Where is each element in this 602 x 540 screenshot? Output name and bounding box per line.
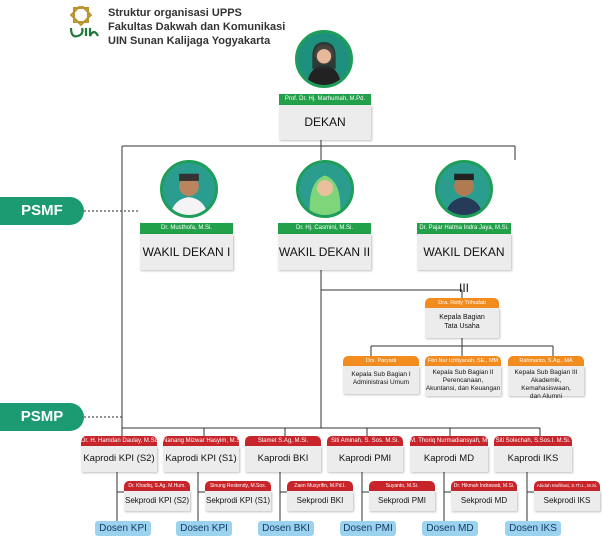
sekprodi-2-title: Sekprodi KPI (S1) (205, 496, 271, 505)
sekprodi-4-box[interactable]: Sekprodi PMI (369, 491, 435, 511)
kaprodi-2-title: Kaprodi KPI (S1) (165, 453, 237, 464)
dosen-pmi[interactable]: Dosen PMI (340, 521, 396, 536)
sekprodi-3-box[interactable]: Sekprodi BKI (287, 491, 353, 511)
kaprodi-6-box[interactable]: Kaprodi IKS (494, 446, 572, 472)
subbag-2-line-2: Perencanaan, (442, 377, 484, 384)
sekprodi-6-box[interactable]: Sekprodi IKS (534, 491, 600, 511)
kaprodi-5-title: Kaprodi MD (423, 453, 475, 464)
subbag-3-line-1: Kepala Sub Bagian III (514, 369, 578, 376)
kaprodi-4-title: Kaprodi PMI (338, 453, 392, 464)
sekprodi-4-title: Sekprodi PMI (377, 496, 427, 505)
sekprodi-6-name: Abidah Muflihati, S.Th.I., M.Si. (534, 481, 600, 491)
subbag-3-name: Rahmanto, S.Ag., MA (508, 356, 584, 366)
kaprodi-6-title: Kaprodi IKS (507, 453, 559, 464)
kaprodi-6-name: Siti Solechah, S.Sos.I. M.Si. (494, 436, 572, 446)
kaprodi-4-box[interactable]: Kaprodi PMI (327, 446, 403, 472)
dosen-kpi-s2[interactable]: Dosen KPI (95, 521, 151, 536)
wakil-dekan-3-box[interactable]: WAKIL DEKAN III (417, 234, 511, 295)
wakil-dekan-1-box[interactable]: WAKIL DEKAN I (140, 234, 233, 270)
dosen-kpi-s1[interactable]: Dosen KPI (176, 521, 232, 536)
subbag-2-box[interactable]: Kepala Sub Bagian II Perencanaan, Akunta… (425, 366, 501, 396)
subbag-3-box[interactable]: Kepala Sub Bagian III Akademik, Kemahasi… (508, 366, 584, 400)
kaprodi-4-name: Siti Aminah, S. Sos. M.Si. (327, 436, 403, 446)
kaprodi-1-title: Kaprodi KPI (S2) (83, 453, 155, 464)
wakil-dekan-2-photo (296, 160, 354, 218)
dekan-title: DEKAN (304, 115, 346, 129)
wakil-dekan-3-title: WAKIL DEKAN III (423, 245, 505, 295)
wakil-dekan-2-title: WAKIL DEKAN II (278, 245, 371, 259)
dekan-title-box[interactable]: DEKAN (279, 105, 371, 140)
subbag-2-line-3: Akuntansi, dan Keuangan (425, 385, 501, 392)
dekan-photo (295, 30, 353, 88)
header-title: Struktur organisasi UPPS Fakultas Dakwah… (108, 6, 285, 48)
sekprodi-6-title: Sekprodi IKS (543, 496, 591, 505)
psmf-label[interactable]: PSMF (0, 197, 84, 225)
subbag-1-name: Drs. Paryadi (343, 356, 419, 366)
sekprodi-2-box[interactable]: Sekprodi KPI (S1) (205, 491, 271, 511)
kabag-title-1: Kepala Bagian (439, 314, 485, 321)
dekan-name: Prof. Dr. Hj. Marhumah, M.Pd. (279, 94, 371, 105)
subbag-1-line-1: Kepala Sub Bagian I (351, 371, 411, 378)
kabag-box[interactable]: Kepala Bagian Tata Usaha (425, 308, 499, 338)
kaprodi-5-name: M. Thoriq Nurmadiansyah, M.Si. (410, 436, 496, 446)
university-logo (68, 3, 102, 40)
kabag-title-2: Tata Usaha (444, 323, 480, 330)
sekprodi-4-name: Suyanto, M.Si. (369, 481, 435, 491)
kaprodi-3-name: Slamet S.Ag, M.Si. (245, 436, 321, 446)
wakil-dekan-2-name: Dr. Hj. Casmini, M.Si. (278, 223, 371, 234)
sekprodi-2-name: Sinung Restendy, M.Sos. (205, 481, 271, 491)
psmp-label[interactable]: PSMP (0, 403, 84, 431)
sekprodi-5-title: Sekprodi MD (460, 496, 508, 505)
dosen-md[interactable]: Dosen MD (422, 521, 478, 536)
sekprodi-1-title: Sekprodi KPI (S2) (124, 496, 190, 505)
subbag-3-line-3: dan Alumni (529, 393, 563, 400)
sekprodi-3-name: Zaen Musyrifin, M.Pd.I. (287, 481, 353, 491)
kabag-name: Dra. Retty Trihudati (425, 298, 499, 308)
kaprodi-1-name: Dr. H. Hamdan Daulay, M.Si. (81, 436, 158, 446)
subbag-1-box[interactable]: Kepala Sub Bagian I Administrasi Umum (343, 366, 419, 394)
subbag-2-name: Fitri Nur Ichtiyanah, SE., MM (425, 356, 501, 366)
subbag-3-line-2: Akademik, Kemahasiswaan, (521, 377, 571, 392)
wakil-dekan-1-name: Dr. Musthofa, M.Si. (140, 223, 233, 234)
kaprodi-5-box[interactable]: Kaprodi MD (410, 446, 488, 472)
sekprodi-5-name: Dr. Hikmah Indrawati, M.Si. (451, 481, 517, 491)
sekprodi-1-box[interactable]: Sekprodi KPI (S2) (124, 491, 190, 511)
subbag-1-line-2: Administrasi Umum (352, 379, 410, 386)
wakil-dekan-2-box[interactable]: WAKIL DEKAN II (278, 234, 371, 270)
subbag-2-line-1: Kepala Sub Bagian II (432, 369, 494, 376)
sekprodi-5-box[interactable]: Sekprodi MD (451, 491, 517, 511)
header-line-1: Struktur organisasi UPPS (108, 7, 242, 19)
sekprodi-3-title: Sekprodi BKI (296, 496, 344, 505)
kaprodi-2-box[interactable]: Kaprodi KPI (S1) (163, 446, 239, 472)
sekprodi-1-name: Dr. Khadiq, S.Ag. M.Hum. (124, 481, 190, 491)
dosen-bki[interactable]: Dosen BKI (258, 521, 314, 536)
wakil-dekan-1-title: WAKIL DEKAN I (142, 245, 231, 259)
wakil-dekan-3-name: Dr. Pajar Hatma Indra Jaya, M.Si. (417, 223, 511, 234)
wakil-dekan-1-photo (160, 160, 218, 218)
kaprodi-1-box[interactable]: Kaprodi KPI (S2) (81, 446, 157, 472)
kaprodi-2-name: Nanang Mizwar Hasyim, M.Si. (163, 436, 244, 446)
wakil-dekan-3-photo (435, 160, 493, 218)
kaprodi-3-box[interactable]: Kaprodi BKI (245, 446, 321, 472)
header-line-2: Fakultas Dakwah dan Komunikasi (108, 21, 286, 33)
header-line-3: UIN Sunan Kalijaga Yogyakarta (108, 35, 271, 47)
kaprodi-3-title: Kaprodi BKI (257, 453, 309, 464)
dosen-iks[interactable]: Dosen IKS (505, 521, 561, 536)
